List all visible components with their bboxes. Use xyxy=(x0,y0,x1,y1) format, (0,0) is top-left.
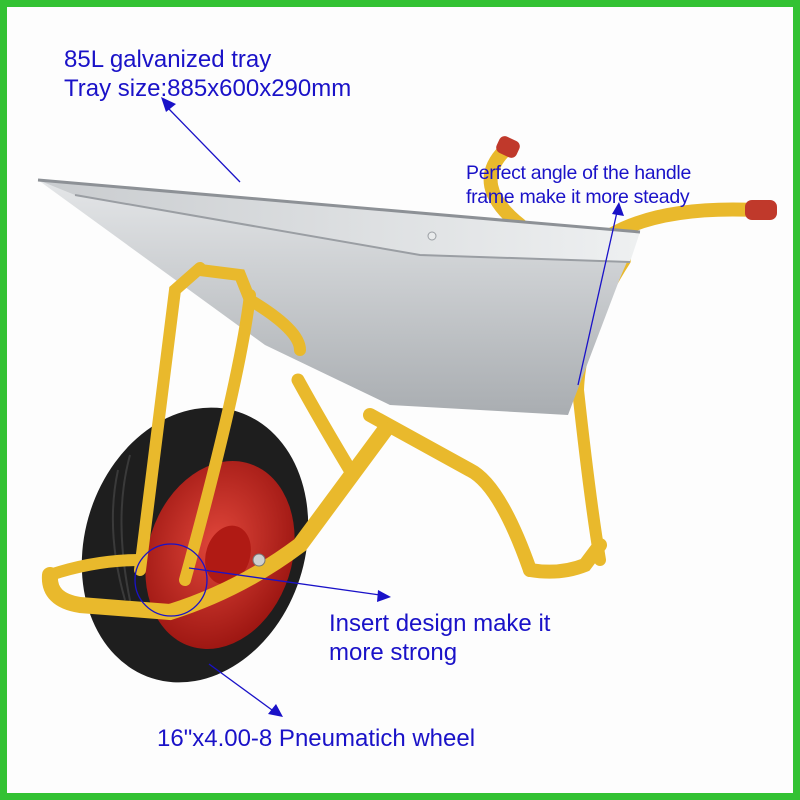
tray-annotation-line1: 85L galvanized tray xyxy=(64,46,272,73)
tray-annotation-line2: Tray size:885x600x290mm xyxy=(64,75,352,103)
handle-annotation-line2: frame make it more steady xyxy=(466,186,690,209)
wheel-annotation: 16"x4.00-8 Pneumatich wheel xyxy=(157,724,475,753)
annotation-arrows xyxy=(134,97,624,717)
insert-annotation: Insert design make it more strong xyxy=(329,609,550,668)
insert-annotation-line2: more strong xyxy=(329,639,458,667)
handle-annotation-line1: Perfect angle of the handle xyxy=(466,162,691,184)
front-frame xyxy=(41,262,393,621)
insert-annotation-line1: Insert design make it xyxy=(329,610,551,637)
galvanized-tray xyxy=(37,178,641,415)
tray-annotation: 85L galvanized tray Tray size:885x600x29… xyxy=(64,45,351,104)
handle-annotation: Perfect angle of the handle frame make i… xyxy=(466,161,691,210)
wheel-annotation-line1: 16"x4.00-8 Pneumatich wheel xyxy=(157,725,476,752)
stand-frame xyxy=(291,373,607,579)
